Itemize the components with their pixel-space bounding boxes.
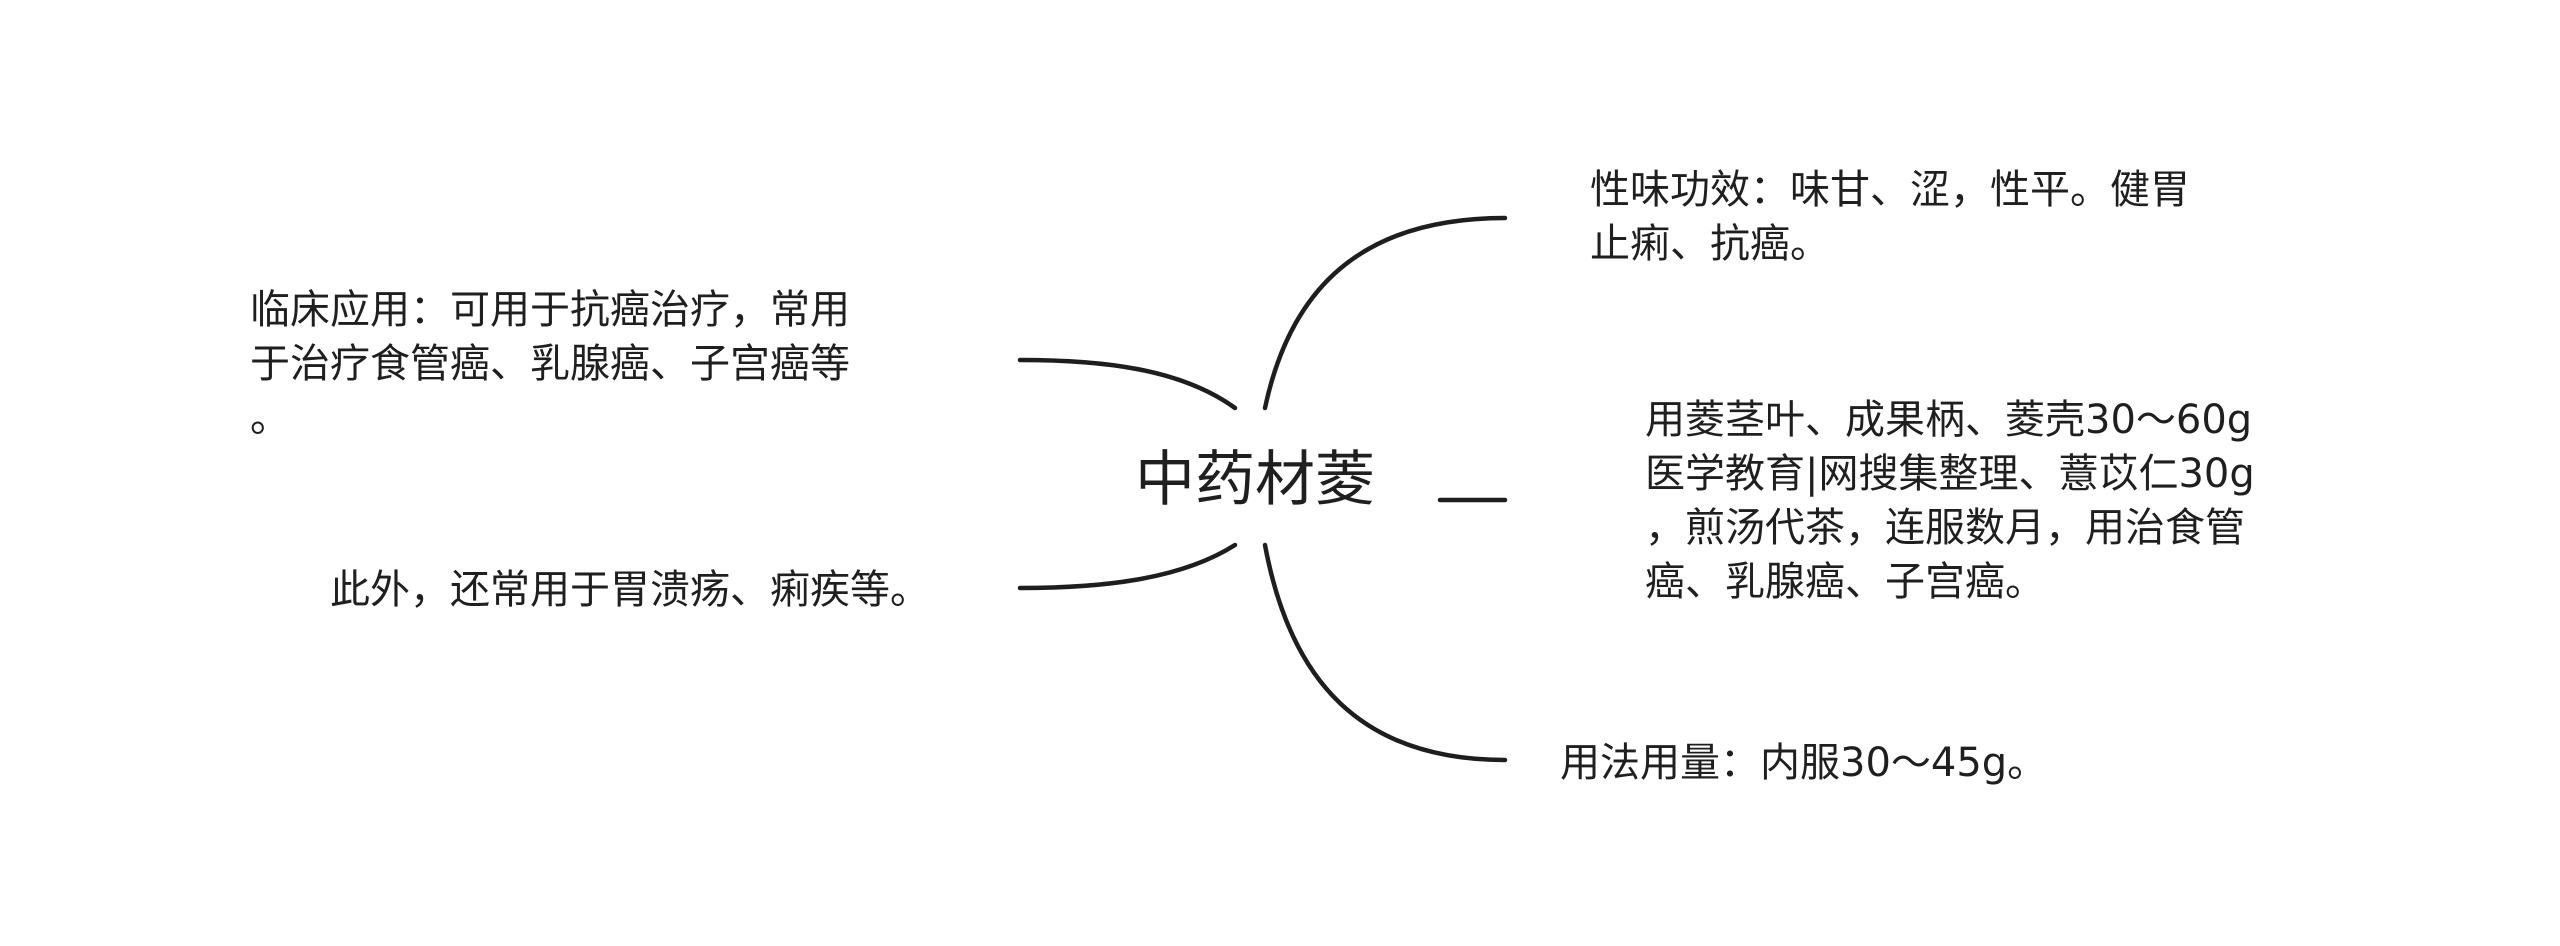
branch-to-other [1017,542,1238,591]
topic-properties-effects: 性味功效：味甘、涩，性平。健胃 止痢、抗癌。 [1590,167,2190,267]
central-topic: 中药材菱 [1135,445,1375,515]
branch-to-properties [1262,215,1508,411]
topic-dosage: 用法用量：内服30～45g。 [1560,740,2048,786]
topic-other-uses: 此外，还常用于胃溃疡、痢疾等。 [330,567,930,613]
topic-recipe: 用菱茎叶、成果柄、菱壳30～60g 医学教育|网搜集整理、薏苡仁30g ，煎汤代… [1645,397,2255,605]
topic-clinical-application: 临床应用：可用于抗癌治疗，常用 于治疗食管癌、乳腺癌、子宫癌等 。 [250,287,850,441]
branch-to-clinical [1017,357,1238,411]
branch-to-dosage [1262,542,1508,763]
